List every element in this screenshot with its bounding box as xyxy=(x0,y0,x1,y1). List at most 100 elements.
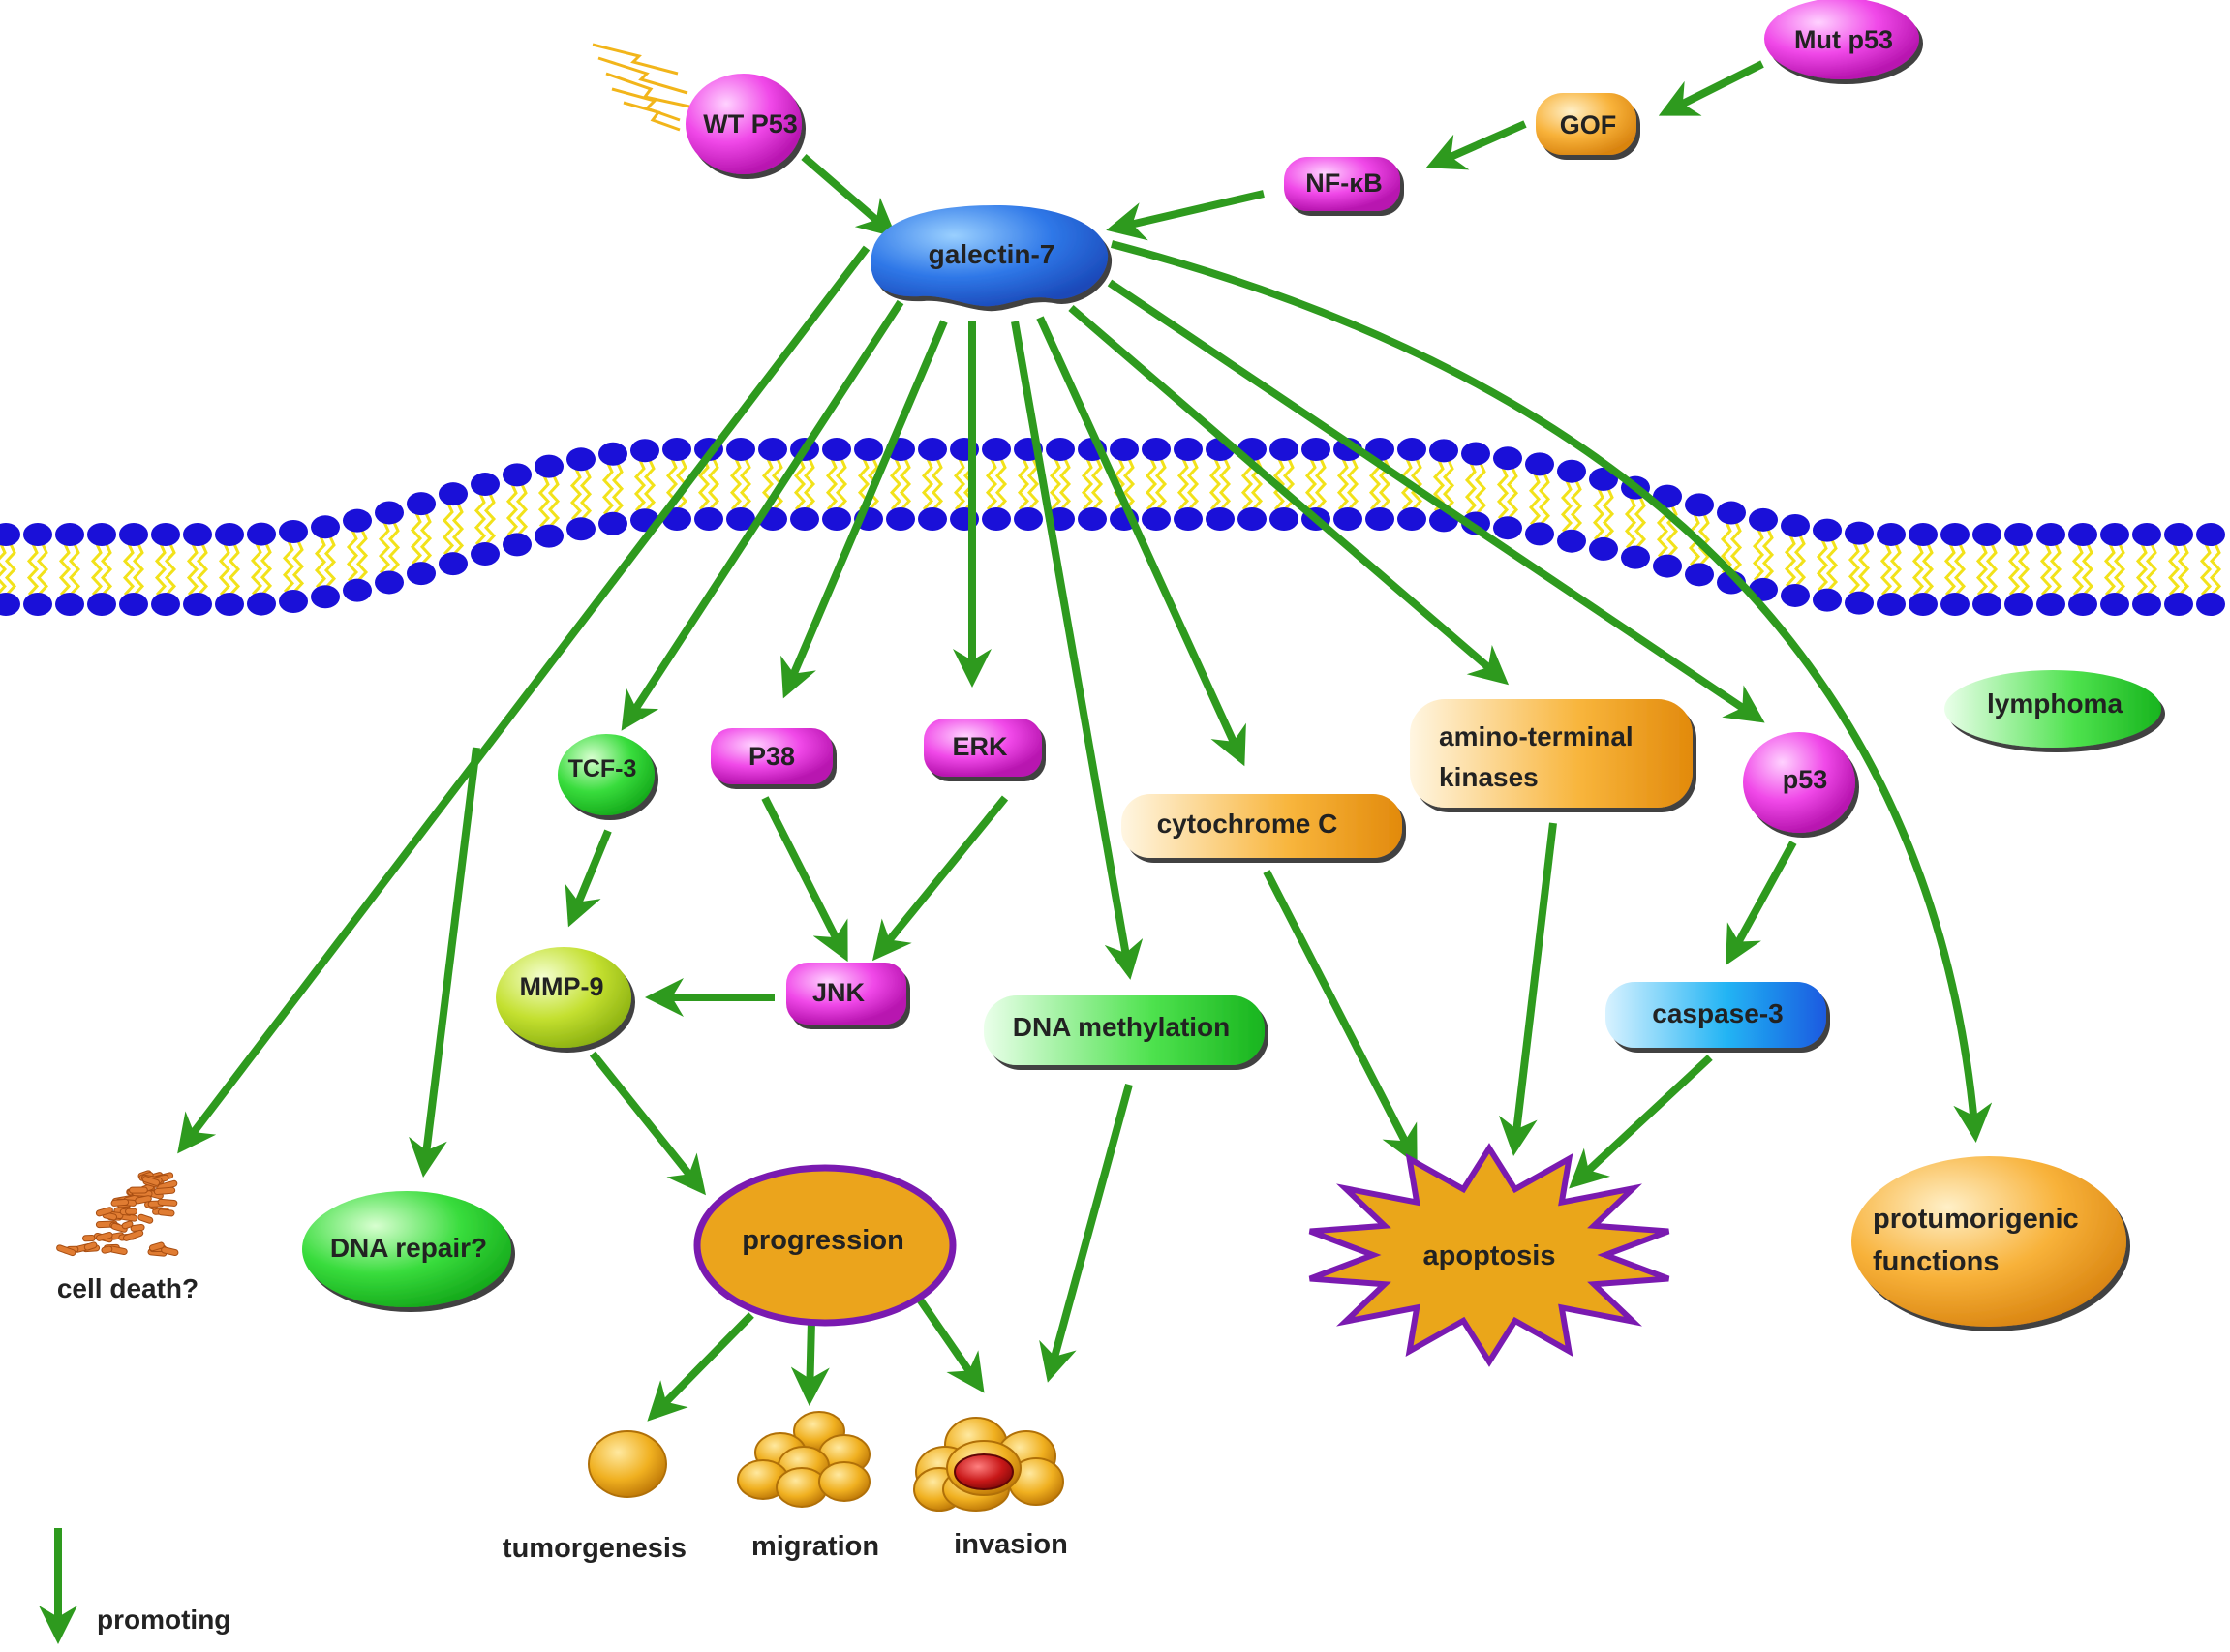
lipid-tail xyxy=(505,483,519,536)
lipid-tail xyxy=(1857,542,1871,595)
lipid-tail xyxy=(1506,467,1519,520)
lipid-tail xyxy=(90,543,104,597)
arrow-p38-to-jnk xyxy=(761,796,848,963)
arrow-galectin-to-dna-methylation xyxy=(1011,321,1144,980)
lipid-head xyxy=(2100,593,2129,616)
lipid-head xyxy=(1813,588,1842,612)
lipid-tail xyxy=(825,458,839,511)
lipid-head xyxy=(407,562,436,586)
lipid-tail xyxy=(1793,535,1807,587)
lipid-head xyxy=(439,552,468,576)
lipid-tail xyxy=(899,458,912,511)
svg-text:NF-κB: NF-κB xyxy=(1305,168,1383,198)
lipid-head xyxy=(726,438,755,461)
lipid-head xyxy=(1621,545,1650,569)
lipid-head xyxy=(1813,518,1842,542)
node-caspase-3: caspase-3 xyxy=(1605,982,1826,1048)
svg-text:P38: P38 xyxy=(748,742,795,771)
arrow-amino-kinases-to-apoptosis xyxy=(1498,822,1557,1156)
lipid-head xyxy=(1461,442,1490,466)
lipid-tail xyxy=(1081,458,1094,511)
lipid-head xyxy=(1685,563,1714,587)
cell-fragment xyxy=(110,1198,130,1207)
lipid-tail xyxy=(2177,543,2190,597)
lipid-tail xyxy=(643,459,657,512)
lipid-tail xyxy=(196,543,209,597)
lipid-head xyxy=(2196,593,2225,616)
lipid-head xyxy=(151,593,180,616)
lipid-head xyxy=(279,590,308,614)
pathway-arrows xyxy=(177,60,1993,1422)
svg-text:Mut p53: Mut p53 xyxy=(1794,25,1893,54)
lipid-head xyxy=(1781,513,1810,537)
lipid-tail xyxy=(387,521,401,574)
legend-promoting-label: promoting xyxy=(97,1605,230,1635)
lipid-tail xyxy=(1665,505,1679,558)
lipid-tail xyxy=(346,530,359,582)
lipid-head xyxy=(1237,507,1267,531)
lipid-tail xyxy=(1560,480,1573,533)
lipid-tail xyxy=(1752,529,1765,581)
lipid-head xyxy=(2100,523,2129,546)
lipid-head xyxy=(247,592,276,616)
lipid-tail xyxy=(2039,543,2053,597)
lipid-tail xyxy=(2209,543,2222,597)
svg-text:WT P53: WT P53 xyxy=(703,109,798,138)
lipid-head xyxy=(1909,523,1938,546)
lipid-head xyxy=(215,523,244,546)
lipid-tail xyxy=(1336,458,1350,511)
cell-death-icon xyxy=(56,1170,179,1257)
node-erk: ERK xyxy=(924,719,1042,777)
lipid-head xyxy=(311,515,340,539)
lipid-head xyxy=(822,438,851,461)
arrow-p53-to-caspase3 xyxy=(1726,841,1797,966)
node-mut-p53: Mut p53 xyxy=(1764,0,1919,79)
lipid-tail xyxy=(1825,538,1839,592)
lipid-tail xyxy=(547,475,561,528)
lipid-head xyxy=(247,522,276,546)
lipid-head xyxy=(407,492,436,516)
lipid-tail xyxy=(473,493,487,546)
lipid-head xyxy=(0,593,20,616)
tumor-cell-icon xyxy=(588,1430,667,1498)
lipid-head xyxy=(1174,438,1203,461)
lipid-head xyxy=(1589,467,1618,491)
lightning-icon xyxy=(592,43,690,132)
lipid-tail xyxy=(1528,473,1542,526)
lipid-tail xyxy=(2081,543,2094,597)
cell-fragment xyxy=(83,1241,98,1251)
lipid-head xyxy=(439,482,468,506)
cell-fragment xyxy=(110,1222,128,1233)
lipid-head xyxy=(1493,516,1522,540)
lipid-head xyxy=(1269,507,1298,531)
lipid-tail xyxy=(1729,521,1743,574)
node-p38: P38 xyxy=(711,728,833,784)
lipid-tail xyxy=(1720,521,1733,574)
cell-membrane xyxy=(0,438,2225,616)
lipid-head xyxy=(1781,583,1810,607)
lipid-head xyxy=(1877,522,1906,546)
lipid-tail xyxy=(1314,458,1328,511)
lipid-head xyxy=(1940,523,1970,546)
svg-text:progression: progression xyxy=(742,1225,904,1256)
lipid-tail xyxy=(2167,543,2181,597)
lipid-tail xyxy=(100,543,113,597)
svg-text:protumorigenic: protumorigenic xyxy=(1873,1204,2079,1235)
lipid-tail xyxy=(2071,543,2085,597)
cell-fragment xyxy=(125,1208,137,1215)
lipid-head xyxy=(1845,591,1874,615)
lipid-head xyxy=(1972,593,2001,616)
lipid-head xyxy=(2132,523,2161,546)
lipid-tail xyxy=(442,503,455,556)
lipid-head xyxy=(23,593,52,616)
lipid-tail xyxy=(1911,543,1925,597)
node-amino-terminal-kinases: amino-terminal kinases xyxy=(1410,699,1693,808)
invasion-label: invasion xyxy=(954,1529,1068,1560)
lipid-tail xyxy=(1145,458,1158,511)
arrow-cytochrome-to-apoptosis xyxy=(1263,870,1418,1166)
lipid-head xyxy=(1557,459,1586,483)
node-nf-kb: NF-κB xyxy=(1284,157,1400,211)
cell-fragment xyxy=(82,1235,96,1242)
lipid-head xyxy=(1909,593,1938,616)
